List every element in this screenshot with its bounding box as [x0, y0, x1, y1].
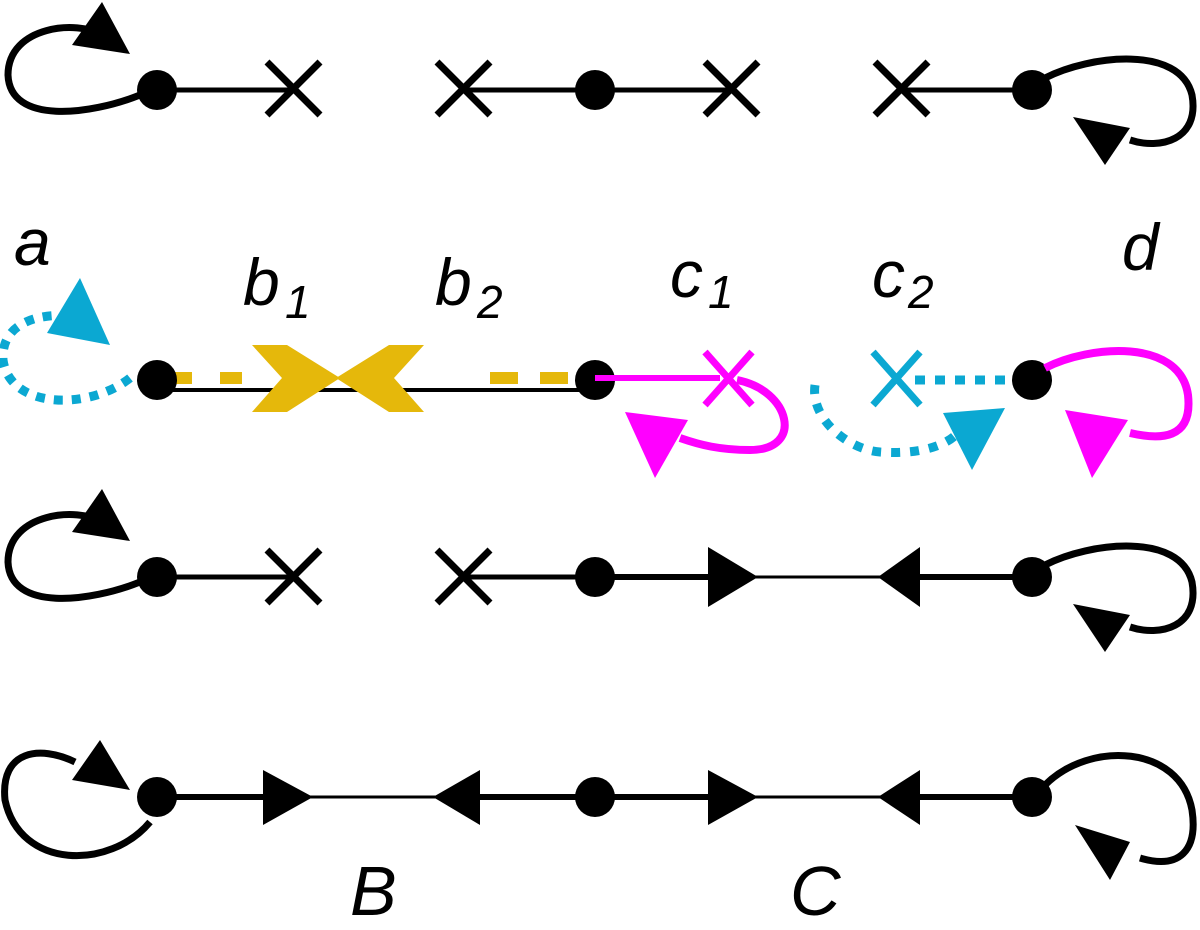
arrowhead-loop-left	[72, 2, 130, 54]
arrowhead-right	[708, 770, 758, 825]
arrowhead-right	[708, 547, 758, 607]
arrowhead-loop-left	[72, 740, 130, 790]
row-2	[0, 278, 1193, 478]
label-c1: c	[670, 237, 703, 311]
label-b2: b	[435, 245, 472, 319]
cyan-arrowhead-c2	[943, 408, 1005, 470]
row-2-labels: a b 1 b 2 c 1 c 2 d	[14, 205, 1161, 328]
label-c1-sub: 1	[708, 266, 734, 318]
loop-left	[4, 24, 142, 115]
magenta-arrowhead-d	[1065, 410, 1128, 478]
label-B: B	[350, 852, 397, 930]
cross-marker	[264, 547, 323, 606]
cyan-dotted-loop-c2	[810, 384, 964, 458]
arrowhead-left	[878, 547, 920, 607]
fixed-point	[137, 360, 177, 400]
cross-marker	[702, 59, 761, 118]
arrowhead-loop-left	[72, 489, 130, 541]
cross-marker	[264, 59, 323, 118]
arrowhead-left	[433, 770, 480, 825]
loop-right	[1042, 752, 1197, 865]
loop-right	[1043, 542, 1197, 634]
loop-right	[1043, 55, 1197, 147]
label-b2-sub: 2	[476, 276, 503, 328]
magenta-loop-c1	[678, 376, 789, 455]
magenta-cross-marker	[702, 349, 755, 408]
arrowhead-loop-right	[1075, 825, 1130, 880]
gold-arrowhead-b1	[252, 345, 340, 412]
fixed-point	[1012, 777, 1052, 817]
label-c2: c	[872, 237, 905, 311]
label-d: d	[1122, 210, 1161, 284]
row-1	[4, 2, 1197, 165]
loop-left	[1, 749, 153, 860]
row-4: B C	[1, 740, 1197, 930]
label-C: C	[790, 852, 841, 930]
fixed-point	[1012, 557, 1052, 597]
fixed-point	[1012, 70, 1052, 110]
magenta-loop-d	[1043, 347, 1193, 441]
label-b1: b	[243, 245, 280, 319]
cyan-arrowhead-a	[47, 278, 110, 345]
gold-arrowhead-b2	[336, 345, 424, 412]
fixed-point	[575, 70, 615, 110]
loop-left	[4, 511, 142, 602]
fixed-point	[575, 777, 615, 817]
label-a: a	[14, 205, 51, 279]
arrowhead-loop-right	[1073, 604, 1130, 652]
arrowhead-right	[263, 770, 313, 825]
arrowhead-loop-right	[1073, 117, 1130, 165]
cyan-cross-marker	[870, 349, 923, 408]
label-b1-sub: 1	[285, 276, 311, 328]
magenta-arrowhead-c1	[625, 412, 688, 478]
label-c2-sub: 2	[907, 266, 934, 318]
arrowhead-left	[878, 770, 920, 825]
fixed-point	[1012, 360, 1052, 400]
row-3	[4, 489, 1197, 652]
